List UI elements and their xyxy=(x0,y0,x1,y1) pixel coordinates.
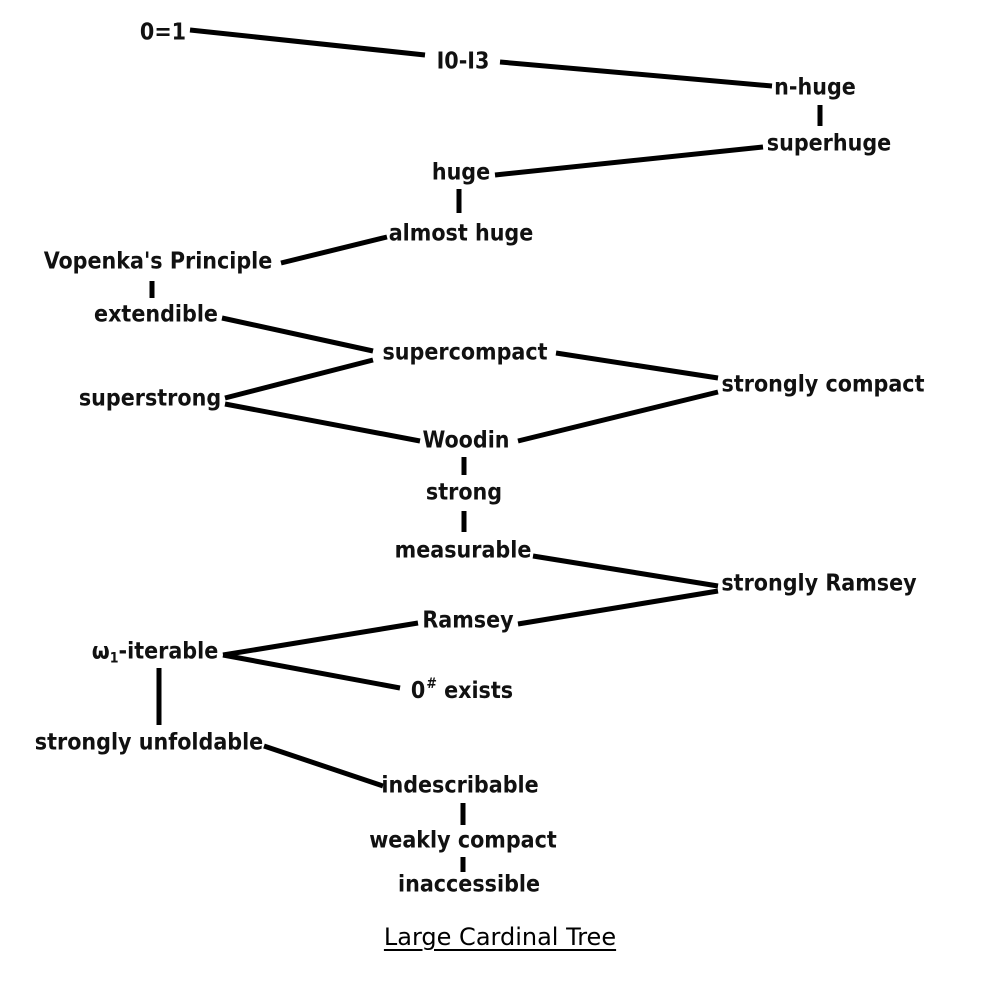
edge-almost-huge-to-vopenka xyxy=(280,234,388,266)
edge-strongly-compact-to-woodin xyxy=(517,389,719,444)
node-strongly-compact: strongly compact xyxy=(721,371,925,398)
diagram-caption: Large Cardinal Tree xyxy=(383,923,617,951)
edge-supercompact-to-superstrong xyxy=(224,357,374,401)
edge-i0-i3-to-n-huge xyxy=(499,59,773,89)
edge-strongly-unfoldable-to-indescribable xyxy=(263,743,384,789)
edge-superstrong-to-woodin xyxy=(224,401,421,444)
node-i0-i3: I0-I3 xyxy=(436,48,490,75)
node-0-sharp-exists: 0# exists xyxy=(411,677,513,703)
zero-sharp-base: 0 xyxy=(410,678,426,704)
node-ramsey: Ramsey xyxy=(422,607,514,634)
edge-omega1-iterable-to-zero-sharp xyxy=(222,652,401,691)
node-strongly-ramsey: strongly Ramsey xyxy=(721,570,917,597)
node-superstrong: superstrong xyxy=(78,385,222,412)
omega-symbol: ω xyxy=(91,638,110,665)
sharp-mark: # xyxy=(426,676,437,692)
node-woodin: Woodin xyxy=(422,427,510,454)
edge-ramsey-to-omega1-iterable xyxy=(222,620,419,658)
node-vopenkas-principle: Vopenka's Principle xyxy=(43,248,273,275)
node-0-eq-1: 0=1 xyxy=(139,19,187,46)
node-extendible: extendible xyxy=(94,301,218,328)
edge-superhuge-to-huge xyxy=(494,144,764,178)
edge-zero-eq-one-to-i0-i3 xyxy=(189,27,426,58)
node-strong: strong xyxy=(425,479,503,506)
node-weakly-compact: weakly compact xyxy=(369,827,557,854)
node-supercompact: supercompact xyxy=(382,339,548,366)
zero-sharp-suffix: exists xyxy=(436,678,514,704)
node-n-huge: n-huge xyxy=(774,74,856,101)
node-superhuge: superhuge xyxy=(766,130,892,157)
node-inaccessible: inaccessible xyxy=(397,871,541,898)
omega1-iterable-suffix: -iterable xyxy=(118,638,219,665)
edge-measurable-to-strongly-ramsey xyxy=(532,553,719,589)
node-indescribable: indescribable xyxy=(381,772,539,799)
node-omega1-iterable: ω1-iterable xyxy=(91,638,219,667)
edge-extendible-to-supercompact xyxy=(221,315,374,354)
node-measurable: measurable xyxy=(394,537,532,564)
node-strongly-unfoldable: strongly unfoldable xyxy=(34,729,264,756)
node-huge: huge xyxy=(431,159,491,186)
omega-subscript: 1 xyxy=(109,650,119,667)
edge-supercompact-to-strongly-compact xyxy=(555,350,719,381)
edge-strongly-ramsey-to-ramsey xyxy=(517,588,719,627)
node-almost-huge: almost huge xyxy=(388,220,534,247)
